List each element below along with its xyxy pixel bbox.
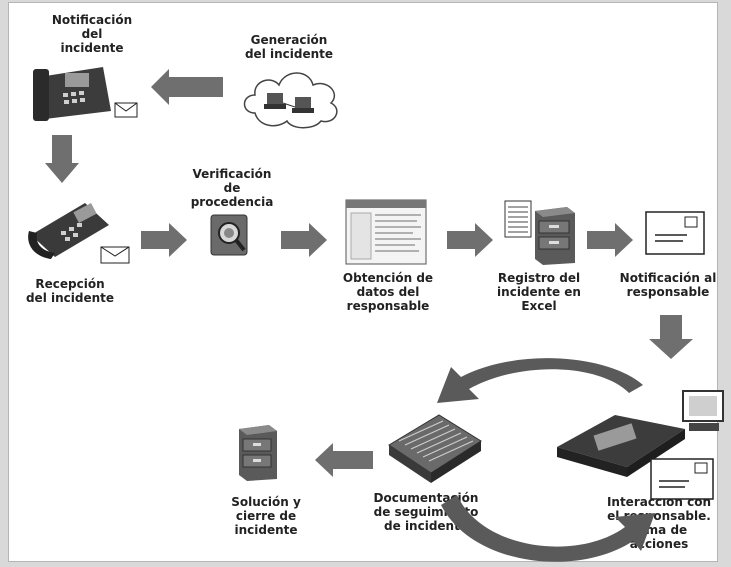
label-verificacion-procedencia: Verificación de procedencia [190,167,274,209]
arrow-left-bottom [315,443,373,477]
label-interaccion-responsable: Interacción con el responsable. Toma de … [606,495,712,551]
arrow-down-right [649,315,693,359]
label-registro-excel: Registro del incidente en Excel [497,271,581,313]
arrow-left-top [151,69,223,105]
label-notificacion-responsable: Notificación al responsable [619,271,717,299]
arrow-right-2 [281,223,327,257]
diagram-canvas: Notificación del incidente Generación de… [8,2,724,562]
document-stack-icon [388,414,482,483]
phone-icon [33,67,138,121]
arrow-right-3 [447,223,493,257]
document-window-icon [345,199,427,265]
label-solucion-cierre: Solución y cierre de incidente [231,495,301,537]
label-recepcion-incidente: Recepción del incidente [25,277,115,305]
fax-computer-icon [557,390,724,500]
arrow-right-4 [587,223,633,257]
arrow-down-left [45,135,79,183]
label-generacion-incidente: Generación del incidente [244,33,334,61]
label-obtencion-datos: Obtención de datos del responsable [342,271,434,313]
file-cabinet-icon [239,425,277,481]
magnifier-icon [210,214,248,256]
cycle-arrows-icon [437,358,655,562]
phone-with-envelope-icon [28,203,130,264]
cloud-network-icon [243,72,338,129]
arrow-right-1 [141,223,187,257]
envelope-icon [645,211,705,255]
label-notificacion-incidente: Notificación del incidente [51,13,133,55]
file-cabinet-icon [504,200,575,265]
